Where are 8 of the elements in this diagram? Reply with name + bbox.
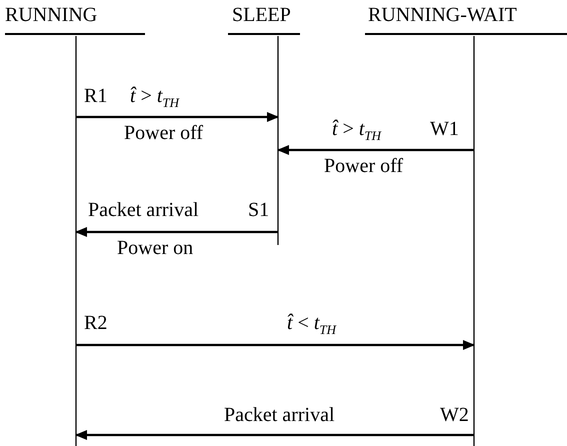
- arrow: [76, 340, 475, 350]
- arrow: [75, 430, 474, 440]
- arrow: [76, 112, 279, 122]
- arrow: [75, 227, 278, 237]
- arrow: [277, 145, 474, 155]
- state-header: RUNNING: [5, 4, 98, 26]
- state-header: RUNNING-WAIT: [368, 4, 517, 26]
- state-header: SLEEP: [232, 4, 291, 26]
